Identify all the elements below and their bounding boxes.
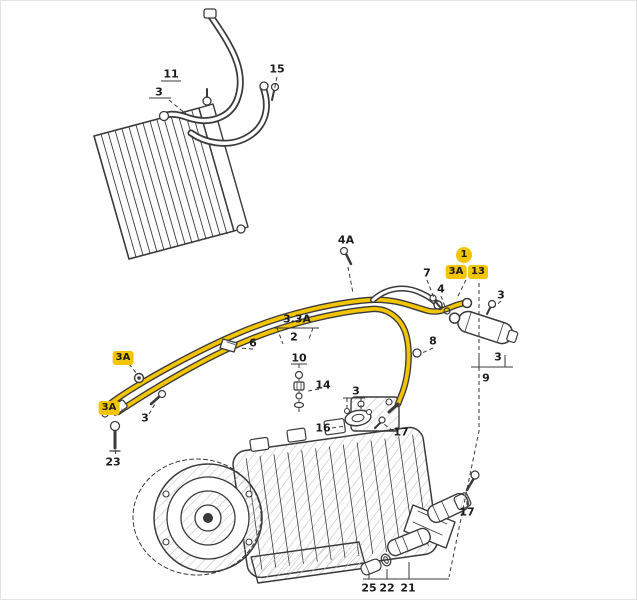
oil-cooler xyxy=(429,294,519,345)
oil-cooler-lines xyxy=(107,285,469,416)
transmission-housing xyxy=(132,396,456,584)
output-shaft-parts xyxy=(360,470,480,576)
top-hose-assembly xyxy=(158,8,280,147)
leader-lines xyxy=(114,76,513,580)
small-fittings xyxy=(101,246,422,452)
radiator xyxy=(93,88,249,260)
